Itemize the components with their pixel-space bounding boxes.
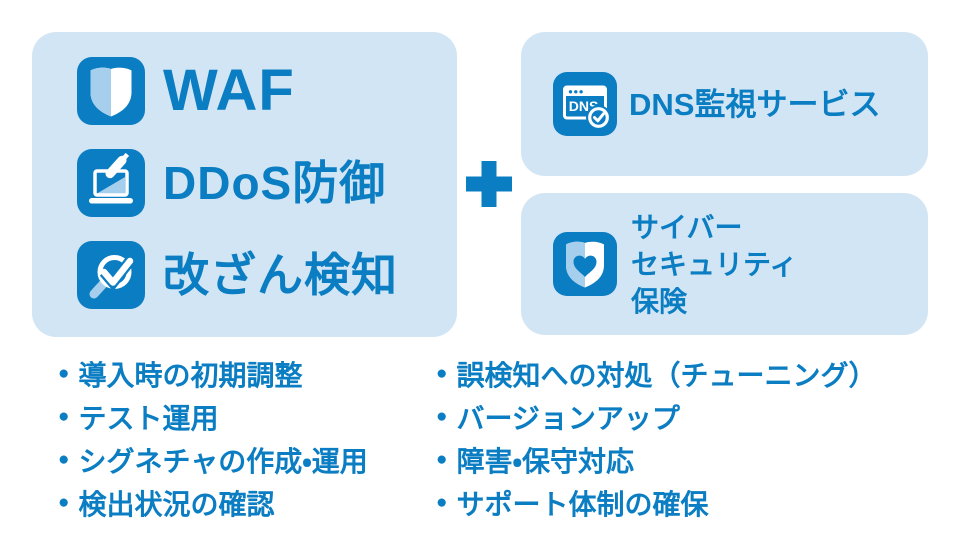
bullet-icon: ● [436, 406, 448, 427]
bullet-icon: ● [436, 492, 448, 513]
list-item: ● テスト運用 [58, 395, 368, 438]
feature-waf: WAF [77, 57, 457, 125]
ddos-attack-icon [77, 149, 145, 217]
operation-list-left: ● 導入時の初期調整 ● テスト運用 ● シグネチャの作成・運用 ● 検出状況の確認 [58, 352, 368, 524]
list-item: ● シグネチャの作成・運用 [58, 438, 368, 481]
bullet-icon: ● [58, 406, 70, 427]
cyber-insurance-label-line2: セキュリティ [631, 248, 798, 280]
list-item: ● 検出状況の確認 [58, 481, 368, 524]
list-item-text: シグネチャの作成・運用 [78, 445, 368, 477]
cyber-insurance-panel: サイバー セキュリティ 保険 [521, 193, 928, 335]
list-item: ● 障害・保守対応 [436, 438, 877, 481]
bullet-icon: ● [58, 363, 70, 384]
security-services-panel: WAF DDoS防御 改ざん検知 [32, 32, 457, 337]
feature-tamper-detection-label: 改ざん検知 [163, 249, 398, 301]
list-item-text: 検出状況の確認 [78, 488, 275, 520]
cyber-insurance-label-line3: 保険 [631, 285, 688, 317]
bullet-icon: ● [58, 449, 70, 470]
dns-monitoring-panel: DNS DNS監視サービス [521, 32, 928, 176]
bullet-icon: ● [58, 492, 70, 513]
feature-waf-label: WAF [163, 58, 295, 123]
operation-list-right: ● 誤検知への対処（チューニング） ● バージョンアップ ● 障害・保守対応 ● サポー… [436, 352, 877, 524]
feature-tamper-detection: 改ざん検知 [77, 241, 457, 309]
tamper-detection-icon [77, 241, 145, 309]
dns-monitor-icon: DNS [553, 72, 617, 136]
cyber-insurance-label: サイバー セキュリティ 保険 [631, 209, 797, 320]
shield-icon [77, 57, 145, 125]
feature-ddos: DDoS防御 [77, 149, 457, 217]
list-item-text: テスト運用 [78, 402, 219, 434]
insurance-shield-heart-icon [553, 232, 617, 296]
list-item: ● 導入時の初期調整 [58, 352, 368, 395]
cyber-insurance-label-line1: サイバー [631, 211, 743, 243]
list-item-text: サポート体制の確保 [456, 488, 709, 520]
list-item: ● サポート体制の確保 [436, 481, 877, 524]
list-item-text: バージョンアップ [456, 402, 680, 434]
bullet-icon: ● [436, 363, 448, 384]
dns-monitoring-label: DNS監視サービス [629, 86, 881, 122]
list-item-text: 障害・保守対応 [456, 445, 635, 477]
feature-ddos-label: DDoS防御 [163, 157, 387, 209]
plus-icon [466, 161, 512, 207]
list-item-text: 導入時の初期調整 [78, 359, 303, 391]
list-item: ● 誤検知への対処（チューニング） [436, 352, 877, 395]
bullet-icon: ● [436, 449, 448, 470]
list-item-text: 誤検知への対処（チューニング） [456, 359, 877, 391]
list-item: ● バージョンアップ [436, 395, 877, 438]
